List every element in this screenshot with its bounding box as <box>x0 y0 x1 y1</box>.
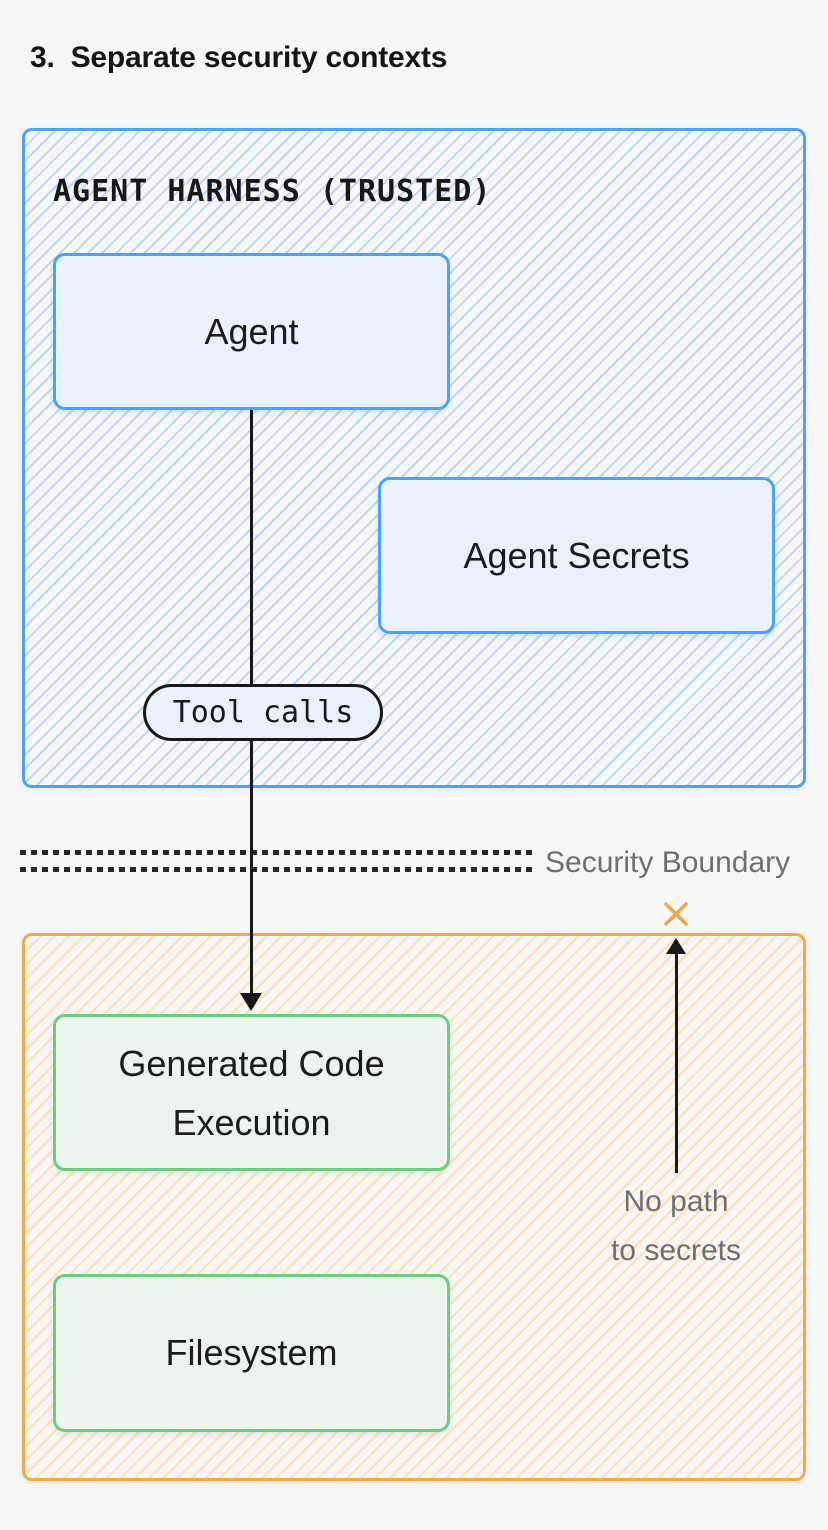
agent-node-label: Agent <box>204 310 299 352</box>
agent-secrets-node: Agent Secrets <box>378 477 775 634</box>
security-boundary-line-bottom <box>20 867 534 872</box>
page-title-text: Separate security contexts <box>70 41 448 74</box>
no-path-arrow-line <box>675 950 678 1173</box>
trusted-zone-label: AGENT HARNESS (TRUSTED) <box>53 174 492 209</box>
security-boundary-label: Security Boundary <box>545 846 791 879</box>
tool-calls-pill: Tool calls <box>143 684 383 741</box>
blocked-x-icon <box>664 902 688 926</box>
no-path-label-line1: No path <box>623 1185 729 1218</box>
page-title-number: 3. <box>30 41 55 74</box>
filesystem-node-label: Filesystem <box>165 1332 338 1373</box>
no-path-label: No path to secrets <box>586 1177 766 1275</box>
filesystem-node: Filesystem <box>53 1274 450 1432</box>
generated-code-execution-node: Generated Code Execution <box>53 1014 450 1171</box>
tool-calls-pill-label: Tool calls <box>172 695 354 730</box>
agent-secrets-node-label: Agent Secrets <box>463 534 690 576</box>
arrowhead-down-icon <box>240 993 262 1011</box>
generated-code-execution-label: Generated Code Execution <box>118 1042 385 1143</box>
trusted-zone <box>22 128 806 788</box>
no-path-label-line2: to secrets <box>610 1234 742 1267</box>
security-boundary-line-top <box>20 850 534 855</box>
arrowhead-up-icon <box>666 938 686 954</box>
page-title: 3. Separate security contexts <box>30 41 447 75</box>
agent-node: Agent <box>53 253 450 410</box>
